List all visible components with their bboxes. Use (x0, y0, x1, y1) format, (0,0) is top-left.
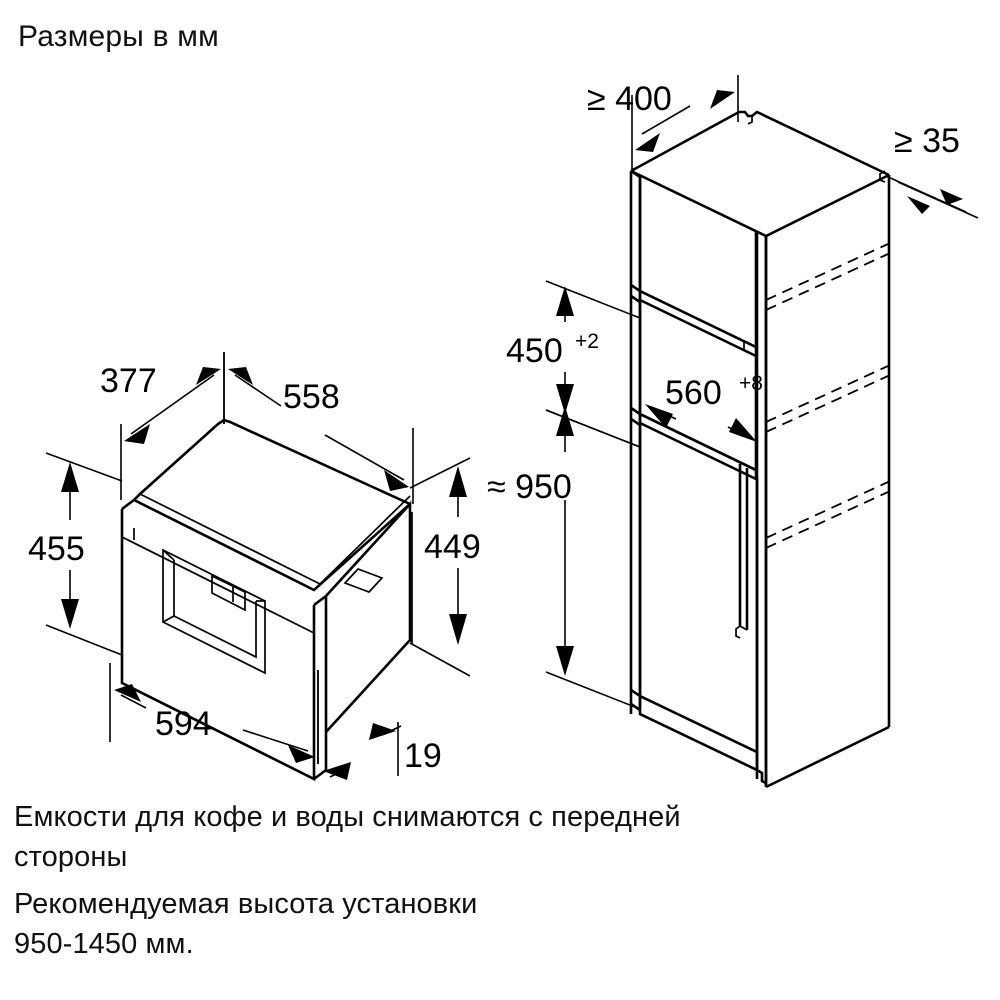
dim-455: 455 (28, 452, 123, 656)
dim-449: 449 (409, 457, 481, 677)
dim-377: 377 (100, 352, 225, 500)
page-title: Размеры в мм (18, 20, 219, 53)
dim-19-label: 19 (404, 737, 442, 775)
note-line-3: Рекомендуемая высота установки (14, 888, 478, 920)
dim-560-tolerance: +8 (739, 372, 763, 395)
dim-min-400-label: ≥ 400 (587, 80, 672, 118)
dim-560: 560 +8 (645, 372, 763, 442)
dim-560-label: 560 (665, 374, 722, 412)
dim-min-400: ≥ 400 (587, 75, 739, 171)
note-line-4: 950-1450 мм. (14, 928, 194, 960)
coffee-machine-drawing: 377 558 455 (28, 352, 481, 782)
dim-950-label: ≈ 950 (487, 468, 572, 506)
dim-594: 594 (109, 663, 319, 764)
dim-450-tolerance: +2 (575, 330, 599, 353)
dim-450-label: 450 (506, 332, 563, 370)
note-line-1: Емкости для кофе и воды снимаются с пере… (14, 801, 681, 833)
dim-377-label: 377 (100, 362, 157, 400)
dim-449-label: 449 (424, 528, 481, 566)
dim-min-35-label: ≥ 35 (894, 122, 960, 160)
note-line-2: стороны (14, 841, 128, 873)
dim-min-35: ≥ 35 (885, 122, 979, 219)
dim-455-label: 455 (28, 530, 85, 568)
cabinet-drawing: ≥ 400 ≥ 35 450 +2 (487, 75, 979, 789)
dim-594-label: 594 (155, 705, 212, 743)
dim-558: 558 (223, 352, 414, 504)
dim-450: 450 +2 (506, 280, 641, 448)
dim-19: 19 (317, 670, 442, 780)
dim-950: ≈ 950 (487, 406, 641, 710)
dim-558-label: 558 (283, 378, 340, 416)
